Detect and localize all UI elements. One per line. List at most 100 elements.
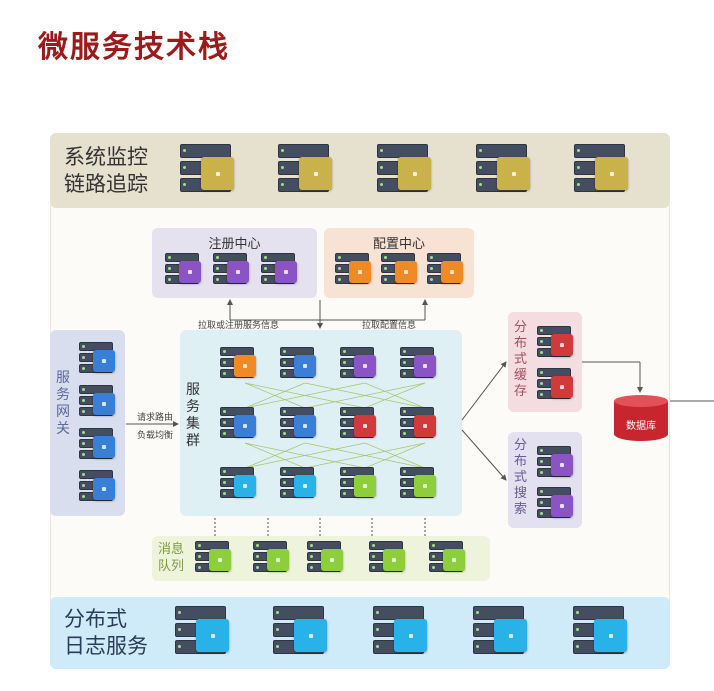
server-rack-unit <box>473 606 524 620</box>
logging-band: 分布式 日志服务 <box>50 597 670 669</box>
gateway-char: 网 <box>56 404 70 420</box>
service-cube-icon <box>294 619 327 652</box>
search-char: 搜 <box>514 486 528 501</box>
service-cube-icon <box>551 454 573 476</box>
registry-pull-label: 拉取或注册服务信息 <box>198 321 280 331</box>
cache-char: 缓 <box>514 368 528 383</box>
service-cube-icon <box>294 415 316 437</box>
registry-title: 注册中心 <box>208 237 261 252</box>
cluster-server-icon <box>400 467 442 504</box>
monitoring-server-icon <box>377 144 436 198</box>
config-server-icon <box>381 253 423 290</box>
registry-server-icon <box>165 253 207 290</box>
gateway-server-icon <box>79 428 121 465</box>
service-cube-icon <box>394 619 427 652</box>
cache-char: 式 <box>514 352 528 367</box>
gateway-server-icon <box>79 342 121 379</box>
registry-server-icon <box>261 253 303 290</box>
service-cube-icon <box>93 436 115 458</box>
search-char: 式 <box>514 470 528 485</box>
server-rack-unit <box>373 606 424 620</box>
service-cube-icon <box>234 475 256 497</box>
service-cluster-char: 服 <box>186 382 200 398</box>
service-cube-icon <box>497 157 530 190</box>
server-rack-unit <box>377 144 428 158</box>
service-cube-icon <box>494 619 527 652</box>
cluster-server-icon <box>280 407 322 444</box>
cluster-server-icon <box>400 407 442 444</box>
service-cube-icon <box>201 157 234 190</box>
service-cube-icon <box>196 619 229 652</box>
service-cube-icon <box>234 355 256 377</box>
service-cube-icon <box>275 261 297 283</box>
monitoring-server-icon <box>574 144 633 198</box>
service-cluster-char: 集 <box>186 416 200 432</box>
gateway-server-icon <box>79 470 121 507</box>
service-cube-icon <box>395 261 417 283</box>
monitoring-label-line2: 链路追踪 <box>64 172 148 196</box>
service-cluster-char: 群 <box>186 433 200 449</box>
service-cube-icon <box>551 376 573 398</box>
server-rack-unit <box>476 144 527 158</box>
server-rack-unit <box>180 144 231 158</box>
logging-server-icon <box>473 606 532 660</box>
server-rack-unit <box>175 606 226 620</box>
cache-char: 分 <box>514 320 528 335</box>
config-server-icon <box>427 253 469 290</box>
database-label: 数据库 <box>626 421 656 432</box>
monitoring-band: 系统监控 链路追踪 <box>50 133 670 208</box>
service-cube-icon <box>595 157 628 190</box>
service-cube-icon <box>93 350 115 372</box>
message-queue-label-line2: 队列 <box>158 559 185 574</box>
cluster-server-icon <box>340 347 382 384</box>
gateway-balance-label: 负载均衡 <box>137 431 174 441</box>
registry-server-icon <box>213 253 255 290</box>
config-server-icon <box>335 253 377 290</box>
service-cube-icon <box>234 415 256 437</box>
cache-server-icon <box>537 368 579 405</box>
service-cube-icon <box>354 415 376 437</box>
cache-label: 分 布 式 缓 存 <box>514 320 527 400</box>
database-body <box>614 401 668 441</box>
logging-label-line2: 日志服务 <box>64 634 148 658</box>
gateway-char: 服 <box>56 370 70 386</box>
page-title: 微服务技术栈 <box>38 30 230 65</box>
service-cube-icon <box>414 355 436 377</box>
service-cluster-label: 服 务 集 群 <box>186 382 200 450</box>
message-queue-label-line1: 消息 <box>158 542 185 557</box>
monitoring-label: 系统监控 链路追踪 <box>64 144 148 198</box>
service-cube-icon <box>354 475 376 497</box>
gateway-label: 服 务 网 关 <box>56 370 70 438</box>
search-char: 分 <box>514 438 528 453</box>
cluster-server-icon <box>400 347 442 384</box>
service-cube-icon <box>414 415 436 437</box>
monitoring-server-icon <box>180 144 239 198</box>
logging-server-icon <box>273 606 332 660</box>
logging-server-icon <box>373 606 432 660</box>
monitoring-server-icon <box>476 144 535 198</box>
service-cube-icon <box>294 475 316 497</box>
database-cylinder: 数据库 <box>614 395 668 445</box>
service-cube-icon <box>209 549 231 571</box>
search-label: 分 布 式 搜 索 <box>514 438 527 518</box>
service-cube-icon <box>398 157 431 190</box>
server-rack-unit <box>273 606 324 620</box>
server-rack-unit <box>278 144 329 158</box>
service-cube-icon <box>93 478 115 500</box>
service-cube-icon <box>441 261 463 283</box>
service-cube-icon <box>321 549 343 571</box>
config-pull-label: 拉取配置信息 <box>362 321 417 331</box>
service-cube-icon <box>383 549 405 571</box>
search-server-icon <box>537 446 579 483</box>
cache-server-icon <box>537 326 579 363</box>
logging-label-line1: 分布式 <box>64 607 127 631</box>
service-cube-icon <box>93 393 115 415</box>
service-cube-icon <box>354 355 376 377</box>
server-rack-unit <box>574 144 625 158</box>
service-cube-icon <box>299 157 332 190</box>
service-cube-icon <box>227 261 249 283</box>
cache-char: 布 <box>514 336 528 351</box>
message-queue-server-icon <box>253 541 295 578</box>
monitoring-server-icon <box>278 144 337 198</box>
